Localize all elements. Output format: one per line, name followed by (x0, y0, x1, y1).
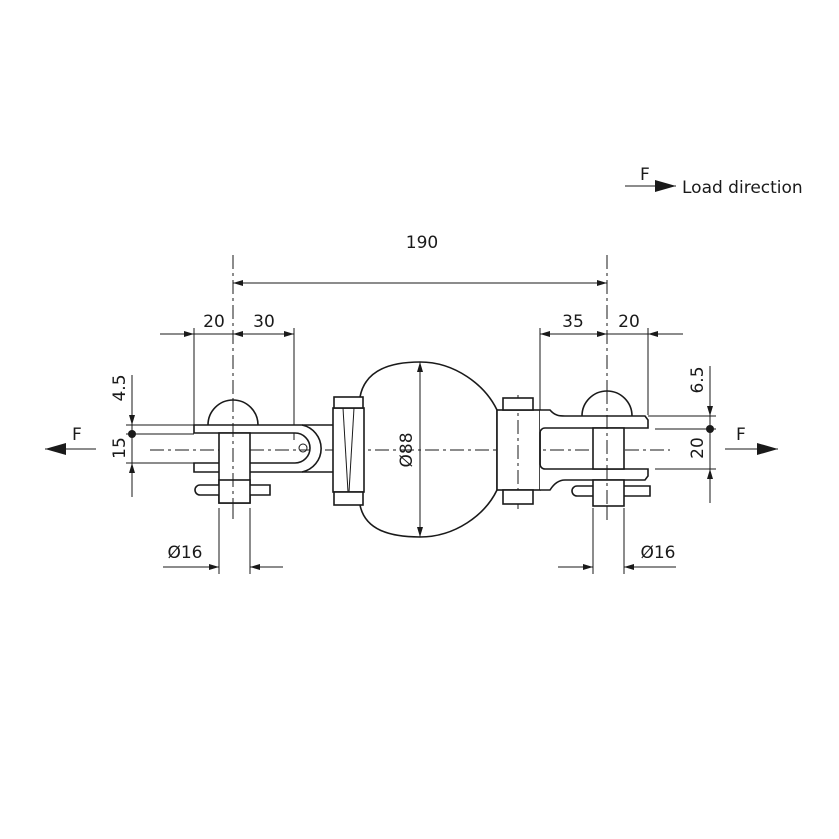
right-top-nut (502, 397, 534, 411)
left-top-nut (333, 396, 364, 409)
left-vertical-dimensions: 4.5 15 (110, 374, 194, 497)
dim-right-35: 35 (562, 312, 584, 332)
left-pin-diameter-dimension: Ø16 (163, 508, 283, 574)
dim-190: 190 (406, 233, 438, 253)
right-load-point (706, 425, 714, 433)
dim-left-pin: Ø16 (167, 543, 202, 563)
right-force: F (725, 425, 778, 455)
right-pin-diameter-dimension: Ø16 (558, 508, 676, 574)
dim-left-30: 30 (253, 312, 275, 332)
right-swivel-block (496, 395, 541, 510)
dim-left-4-5: 4.5 (110, 374, 130, 401)
load-direction-legend: F Load direction (625, 165, 803, 198)
right-jaw-dimensions: 35 20 (539, 312, 683, 432)
left-force-label: F (72, 425, 82, 445)
overall-length-dimension: 190 (232, 233, 608, 520)
left-swivel-block (332, 396, 365, 506)
dim-left-15: 15 (110, 437, 130, 459)
right-bottom-nut (502, 489, 534, 505)
left-jaw-dimensions: 20 30 (160, 312, 295, 440)
dim-left-20: 20 (203, 312, 225, 332)
left-clevis (193, 398, 333, 520)
legend-force-label: F (640, 165, 650, 185)
left-vent-hole (298, 443, 308, 453)
left-bottom-nut (333, 491, 364, 506)
dim-right-pin: Ø16 (640, 543, 675, 563)
dim-right-20: 20 (618, 312, 640, 332)
right-clevis (539, 390, 651, 520)
right-pin (592, 427, 625, 470)
right-force-label: F (736, 425, 746, 445)
dim-right-20-opening: 20 (688, 437, 708, 459)
legend-label: Load direction (682, 178, 803, 198)
left-force: F (45, 425, 96, 455)
right-vertical-dimensions: 6.5 20 (648, 366, 716, 503)
dim-right-6-5: 6.5 (688, 366, 708, 393)
dim-body-diameter: Ø88 (397, 432, 417, 467)
left-load-point (128, 430, 136, 438)
